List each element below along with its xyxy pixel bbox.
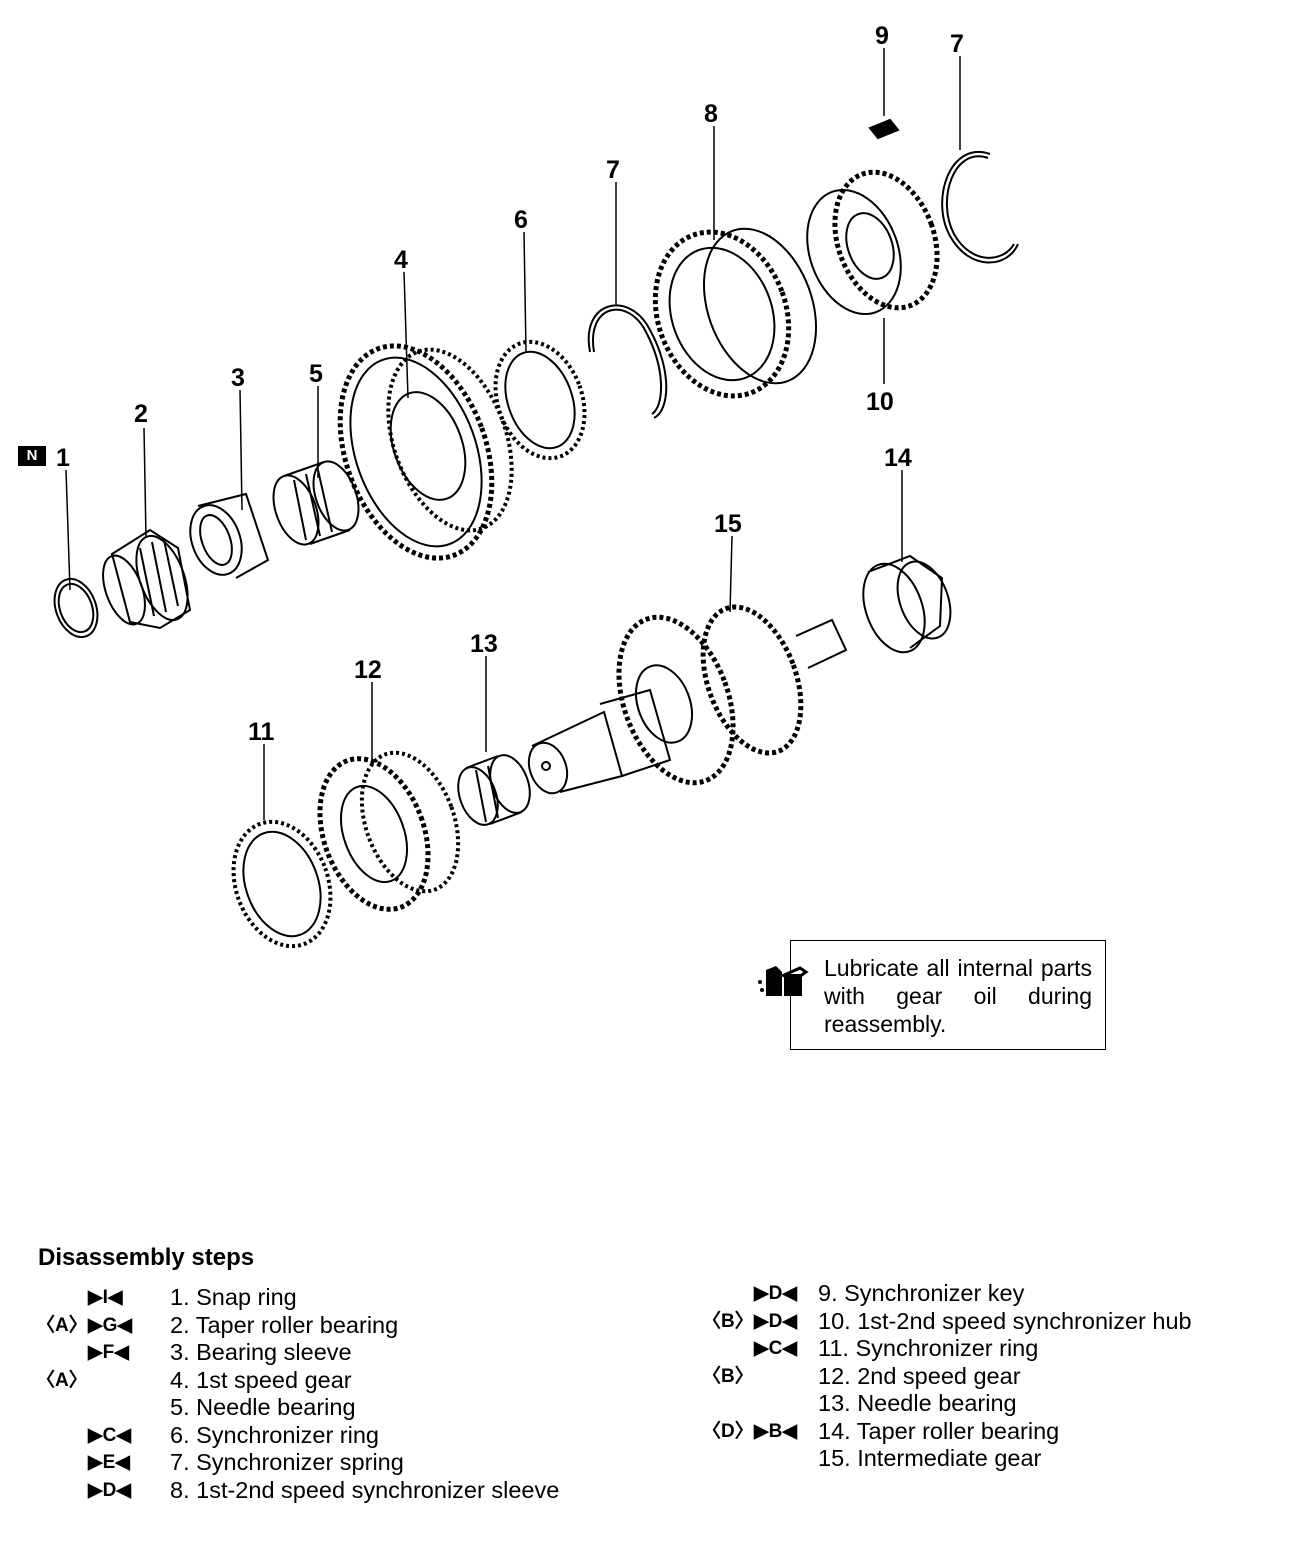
callout-11: 11 — [248, 718, 275, 746]
leader-lines — [65, 48, 961, 820]
synchronizer-hub-part — [806, 169, 940, 315]
step-row: 〈D〉▶B◀14. Taper roller bearing — [702, 1417, 1060, 1444]
synchronizer-key-part — [868, 118, 900, 140]
step-row: 〈A〉4. 1st speed gear — [36, 1366, 352, 1393]
step-row: ▶F◀3. Bearing sleeve — [88, 1339, 352, 1365]
callout-8: 8 — [704, 100, 718, 128]
steps-left-column: ▶I◀1. Snap ring 〈A〉▶G◀2. Taper roller be… — [36, 1284, 676, 1504]
callout-12: 12 — [354, 656, 382, 684]
callout-15: 15 — [714, 510, 742, 538]
step-row: 15. Intermediate gear — [818, 1445, 1042, 1471]
taper-roller-bearing-part — [102, 528, 192, 630]
oil-can-icon — [758, 966, 809, 996]
callout-7b: 7 — [950, 30, 964, 58]
step-row: ▶D◀9. Synchronizer key — [754, 1280, 1025, 1306]
callout-9: 9 — [875, 22, 889, 50]
step-row: ▶D◀8. 1st-2nd speed synchronizer sleeve — [88, 1476, 560, 1503]
synchronizer-ring-lower-part — [231, 819, 333, 949]
callout-2: 2 — [134, 400, 148, 428]
callout-4: 4 — [394, 246, 408, 274]
callout-7: 7 — [606, 156, 620, 184]
disassembly-steps-title: Disassembly steps — [38, 1244, 255, 1271]
second-speed-gear-part — [317, 750, 461, 912]
callout-3: 3 — [231, 364, 245, 392]
callout-10: 10 — [866, 388, 894, 416]
step-row: 13. Needle bearing — [818, 1390, 1017, 1416]
callout-6: 6 — [514, 206, 528, 234]
step-row: 〈A〉▶G◀2. Taper roller bearing — [36, 1311, 399, 1338]
step-row: ▶E◀7. Synchronizer spring — [88, 1449, 404, 1475]
needle-bearing-part — [272, 460, 360, 546]
synchronizer-spring-right-part — [941, 151, 1019, 264]
lubrication-note-text: Lubricate all internal parts with gear o… — [824, 955, 1092, 1037]
synchronizer-sleeve-part — [652, 227, 818, 399]
step-row: ▶I◀1. Snap ring — [88, 1284, 297, 1310]
step-row: 5. Needle bearing — [170, 1394, 356, 1420]
callout-14: 14 — [884, 444, 912, 472]
callout-numbers: 1 2 3 5 4 6 7 8 9 7 10 11 12 13 14 15 — [56, 22, 964, 746]
step-row: ▶C◀6. Synchronizer ring — [88, 1421, 379, 1448]
first-speed-gear-part — [337, 343, 514, 561]
step-row: 〈B〉▶D◀10. 1st-2nd speed synchronizer hub — [702, 1307, 1192, 1334]
needle-bearing-lower-part — [457, 754, 531, 826]
bearing-sleeve-part — [189, 492, 270, 579]
intermediate-gear-part — [527, 604, 848, 795]
step-row: ▶C◀11. Synchronizer ring — [754, 1335, 1039, 1361]
step-row: 〈B〉12. 2nd speed gear — [702, 1362, 1021, 1389]
steps-right-column: ▶D◀9. Synchronizer key 〈B〉▶D◀10. 1st-2nd… — [702, 1280, 1302, 1473]
callout-5: 5 — [309, 360, 323, 388]
taper-roller-bearing-right-part — [862, 554, 952, 654]
snap-ring-part — [53, 577, 99, 639]
synchronizer-ring-part — [493, 339, 587, 461]
synchronizer-spring-part — [587, 304, 668, 419]
non-reusable-badge: N — [18, 446, 46, 466]
callout-13: 13 — [470, 630, 498, 658]
callout-1: 1 — [56, 444, 70, 472]
